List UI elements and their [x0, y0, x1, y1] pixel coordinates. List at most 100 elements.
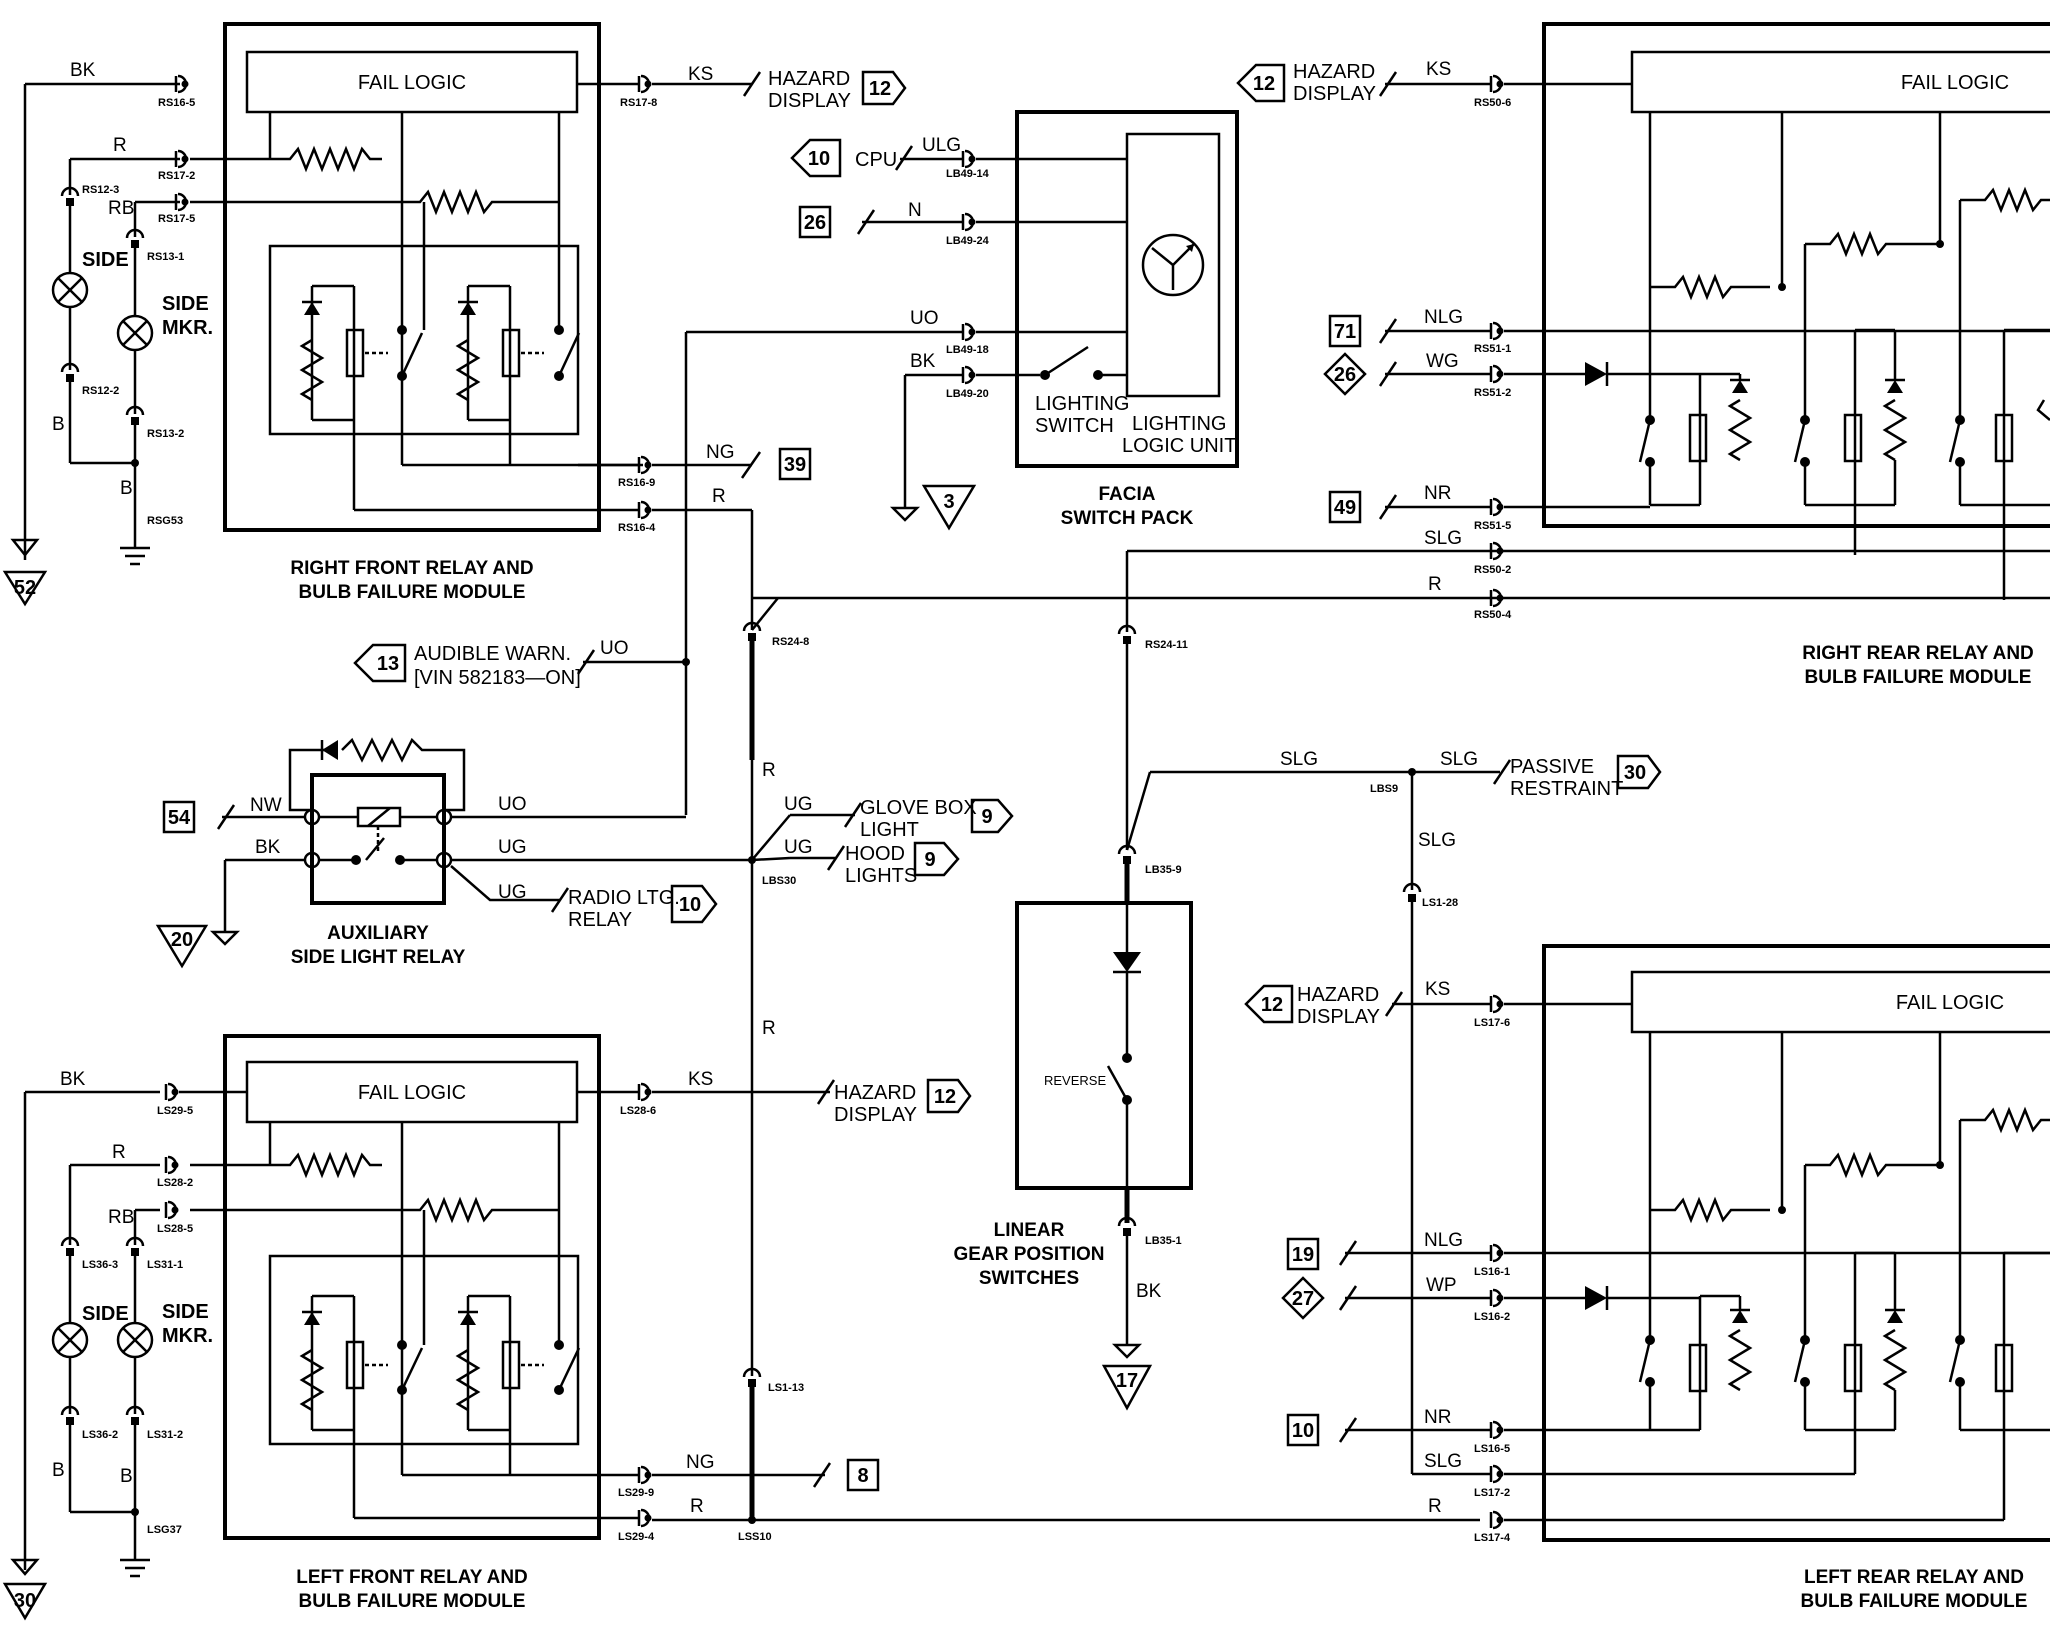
svg-text:LS31-2: LS31-2: [147, 1429, 183, 1441]
svg-text:RS12-2: RS12-2: [82, 385, 119, 397]
svg-text:3: 3: [943, 491, 954, 513]
svg-text:LS28-5: LS28-5: [157, 1223, 193, 1235]
svg-text:LB49-24: LB49-24: [946, 235, 990, 247]
svg-text:AUDIBLE WARN.: AUDIBLE WARN.: [414, 643, 571, 665]
svg-text:BK: BK: [910, 351, 936, 372]
left-rear-module: 12 HAZARD DISPLAY KS LS17-6 FAIL LOGIC: [1244, 944, 2050, 1612]
svg-text:SWITCH: SWITCH: [1035, 415, 1114, 437]
svg-text:LS28-2: LS28-2: [157, 1177, 193, 1189]
svg-text:R: R: [112, 1142, 126, 1163]
svg-text:RS24-8: RS24-8: [772, 636, 809, 648]
svg-text:LS16-1: LS16-1: [1474, 1266, 1510, 1278]
svg-text:DISPLAY: DISPLAY: [834, 1104, 917, 1126]
svg-text:FAIL LOGIC: FAIL LOGIC: [1896, 992, 2004, 1014]
svg-text:RS51-5: RS51-5: [1474, 520, 1511, 532]
svg-text:UO: UO: [600, 638, 629, 659]
svg-text:SIDE: SIDE: [162, 1301, 209, 1323]
svg-text:BULB FAILURE MODULE: BULB FAILURE MODULE: [299, 1591, 526, 1612]
svg-text:10: 10: [679, 894, 701, 916]
svg-text:NR: NR: [1424, 483, 1451, 504]
svg-text:KS: KS: [688, 64, 713, 85]
gear-position-switches: RS24-11 SLG LBS9 LB35-9 REVERSE LB35-1 B…: [954, 549, 2050, 1476]
svg-text:MKR.: MKR.: [162, 1325, 213, 1347]
svg-text:RIGHT FRONT RELAY AND: RIGHT FRONT RELAY AND: [290, 558, 533, 579]
svg-text:RELAY: RELAY: [568, 909, 632, 931]
svg-text:LOGIC UNIT: LOGIC UNIT: [1122, 435, 1236, 457]
svg-text:R: R: [762, 760, 776, 781]
svg-text:LB49-18: LB49-18: [946, 344, 989, 356]
svg-text:LIGHTS: LIGHTS: [845, 865, 917, 887]
svg-text:HAZARD: HAZARD: [1293, 61, 1375, 83]
svg-text:19: 19: [1292, 1244, 1314, 1266]
svg-text:LS36-3: LS36-3: [82, 1259, 118, 1271]
svg-text:NR: NR: [1424, 1407, 1451, 1428]
svg-text:LB49-14: LB49-14: [946, 168, 990, 180]
svg-text:WG: WG: [1426, 351, 1459, 372]
svg-text:KS: KS: [1426, 59, 1451, 80]
svg-text:LEFT REAR RELAY AND: LEFT REAR RELAY AND: [1804, 1567, 2024, 1588]
svg-text:RS13-2: RS13-2: [147, 428, 184, 440]
left-front-module-box: [223, 1034, 601, 1540]
svg-text:LIGHTING: LIGHTING: [1035, 393, 1129, 415]
svg-text:GLOVE BOX: GLOVE BOX: [860, 797, 977, 819]
svg-text:B: B: [52, 414, 65, 435]
svg-text:[VIN 582183—ON]: [VIN 582183—ON]: [414, 667, 581, 689]
svg-text:LS17-6: LS17-6: [1474, 1017, 1510, 1029]
svg-text:39: 39: [784, 454, 806, 476]
svg-text:26: 26: [1334, 364, 1356, 386]
svg-text:RS51-2: RS51-2: [1474, 387, 1511, 399]
svg-text:SLG: SLG: [1280, 749, 1318, 770]
svg-text:20: 20: [171, 929, 193, 951]
right-rear-module: 12 HAZARD DISPLAY KS RS50-6 FAIL LOGIC: [1236, 22, 2050, 688]
svg-text:NG: NG: [706, 442, 735, 463]
svg-text:NW: NW: [250, 795, 282, 816]
svg-text:HAZARD: HAZARD: [768, 68, 850, 90]
svg-text:UO: UO: [910, 308, 939, 329]
svg-text:PASSIVE: PASSIVE: [1510, 756, 1594, 778]
facia-switch-pack: 10 CPU ULG LB49-14 26 N LB49-24 UO LB49-…: [686, 110, 1239, 531]
svg-text:LBS30: LBS30: [762, 875, 796, 887]
right-front-module-box: [223, 22, 601, 532]
svg-text:NLG: NLG: [1424, 307, 1463, 328]
svg-text:UG: UG: [498, 882, 527, 903]
svg-text:LSS10: LSS10: [738, 1531, 772, 1543]
svg-text:10: 10: [1292, 1420, 1314, 1442]
svg-text:30: 30: [14, 1590, 36, 1612]
svg-text:LIGHT: LIGHT: [860, 819, 919, 841]
right-front-external: BK RS16-5 R RS17-2 RB RS17-5 RS12-3 SIDE…: [2, 60, 907, 607]
svg-text:LB35-1: LB35-1: [1145, 1235, 1182, 1247]
svg-text:RS17-8: RS17-8: [620, 97, 657, 109]
svg-text:N: N: [908, 200, 922, 221]
svg-text:UO: UO: [498, 794, 527, 815]
svg-text:RS24-11: RS24-11: [1145, 639, 1188, 651]
svg-text:SWITCHES: SWITCHES: [979, 1268, 1079, 1289]
svg-text:SWITCH PACK: SWITCH PACK: [1061, 508, 1194, 529]
left-rear-module-box: [1542, 944, 2050, 1542]
svg-text:RS50-6: RS50-6: [1474, 97, 1511, 109]
svg-text:LS17-2: LS17-2: [1474, 1487, 1510, 1499]
right-front-fail-logic-label: FAIL LOGIC: [358, 72, 466, 94]
svg-text:R: R: [762, 1018, 776, 1039]
svg-text:27: 27: [1292, 1288, 1314, 1310]
svg-text:AUXILIARY: AUXILIARY: [327, 923, 429, 944]
svg-text:DISPLAY: DISPLAY: [1297, 1006, 1380, 1028]
svg-text:LB49-20: LB49-20: [946, 388, 989, 400]
svg-text:LS28-6: LS28-6: [620, 1105, 656, 1117]
svg-text:RS12-3: RS12-3: [82, 184, 119, 196]
svg-text:9: 9: [924, 849, 935, 871]
svg-text:RSG53: RSG53: [147, 515, 183, 527]
svg-text:NLG: NLG: [1424, 1230, 1463, 1251]
svg-text:KS: KS: [688, 1069, 713, 1090]
svg-text:UG: UG: [498, 837, 527, 858]
svg-text:LS29-9: LS29-9: [618, 1487, 654, 1499]
central-wiring: RS24-8 R R LBS30 LS1-13 LSS10 13 AUDIBLE…: [353, 332, 2050, 1543]
svg-text:KS: KS: [1425, 979, 1450, 1000]
svg-text:UG: UG: [784, 794, 813, 815]
svg-text:NG: NG: [686, 1452, 715, 1473]
svg-text:LS16-5: LS16-5: [1474, 1443, 1510, 1455]
svg-text:RADIO LTG.: RADIO LTG.: [568, 887, 680, 909]
svg-text:SLG: SLG: [1440, 749, 1478, 770]
auxiliary-relay-box: [310, 773, 446, 905]
svg-text:ULG: ULG: [922, 135, 961, 156]
svg-text:RB: RB: [108, 1207, 134, 1228]
